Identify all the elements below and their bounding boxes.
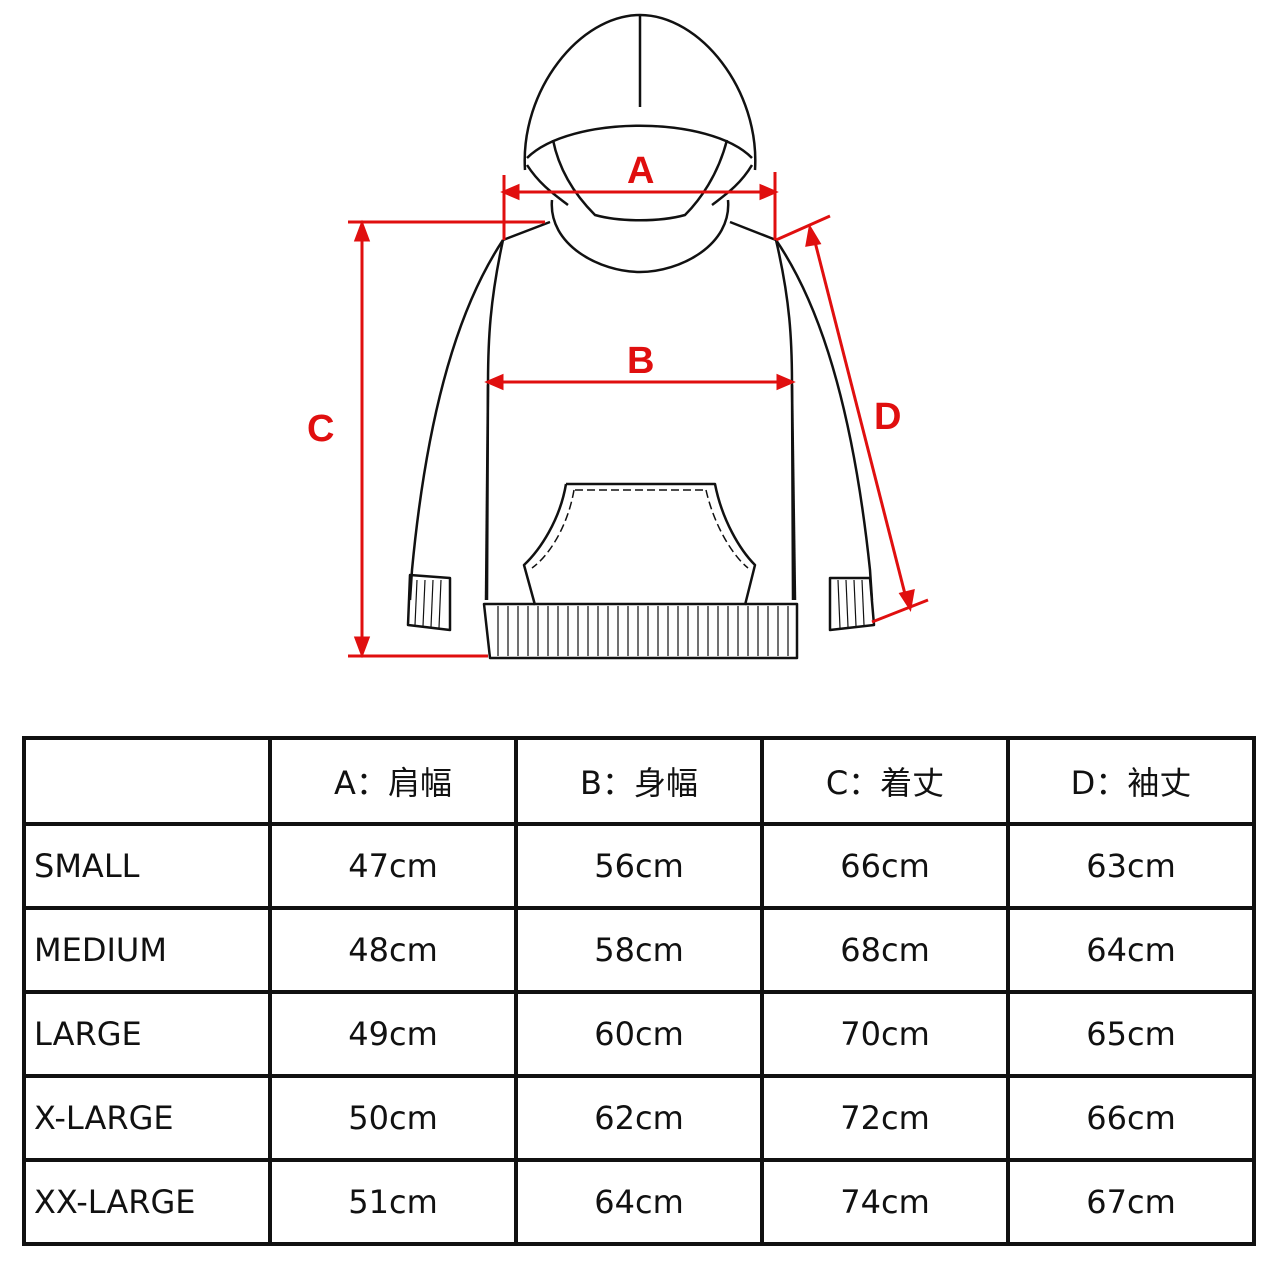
- table-row: XX-LARGE 51cm 64cm 74cm 67cm: [22, 1158, 1256, 1246]
- value-cell: 74cm: [760, 1158, 1010, 1246]
- value-cell: 66cm: [1006, 1074, 1256, 1162]
- value-cell: 63cm: [1006, 822, 1256, 910]
- table-row: LARGE 49cm 60cm 70cm 65cm: [22, 990, 1256, 1078]
- hoodie-outline-icon: [348, 13, 929, 660]
- size-name: X-LARGE: [22, 1074, 272, 1162]
- header-cell-empty: [22, 736, 272, 826]
- value-cell: 48cm: [268, 906, 518, 994]
- size-chart-table: A：肩幅 B：身幅 C：着丈 D：袖丈 SMALL 47cm 56cm 66cm…: [22, 736, 1256, 1246]
- value-cell: 62cm: [514, 1074, 764, 1162]
- value-cell: 60cm: [514, 990, 764, 1078]
- value-cell: 70cm: [760, 990, 1010, 1078]
- value-cell: 68cm: [760, 906, 1010, 994]
- table-row: X-LARGE 50cm 62cm 72cm 66cm: [22, 1074, 1256, 1162]
- value-cell: 58cm: [514, 906, 764, 994]
- value-cell: 47cm: [268, 822, 518, 910]
- header-cell-sleeve-length: D：袖丈: [1006, 736, 1256, 826]
- hoodie-measurement-diagram: A B C D: [307, 13, 929, 660]
- value-cell: 50cm: [268, 1074, 518, 1162]
- header-cell-body-width: B：身幅: [514, 736, 764, 826]
- table-header-row: A：肩幅 B：身幅 C：着丈 D：袖丈: [22, 736, 1256, 826]
- header-cell-shoulder-width: A：肩幅: [268, 736, 518, 826]
- value-cell: 66cm: [760, 822, 1010, 910]
- measurement-label-d: D: [874, 396, 902, 438]
- value-cell: 64cm: [1006, 906, 1256, 994]
- value-cell: 67cm: [1006, 1158, 1256, 1246]
- value-cell: 56cm: [514, 822, 764, 910]
- measurement-label-c: C: [307, 408, 335, 450]
- value-cell: 72cm: [760, 1074, 1010, 1162]
- value-cell: 65cm: [1006, 990, 1256, 1078]
- header-cell-length: C：着丈: [760, 736, 1010, 826]
- value-cell: 51cm: [268, 1158, 518, 1246]
- table-row: SMALL 47cm 56cm 66cm 63cm: [22, 822, 1256, 910]
- size-name: LARGE: [22, 990, 272, 1078]
- value-cell: 49cm: [268, 990, 518, 1078]
- value-cell: 64cm: [514, 1158, 764, 1246]
- size-name: SMALL: [22, 822, 272, 910]
- size-name: XX-LARGE: [22, 1158, 272, 1246]
- measurement-label-a: A: [627, 150, 655, 192]
- table-row: MEDIUM 48cm 58cm 68cm 64cm: [22, 906, 1256, 994]
- size-name: MEDIUM: [22, 906, 272, 994]
- measurement-label-b: B: [627, 340, 655, 382]
